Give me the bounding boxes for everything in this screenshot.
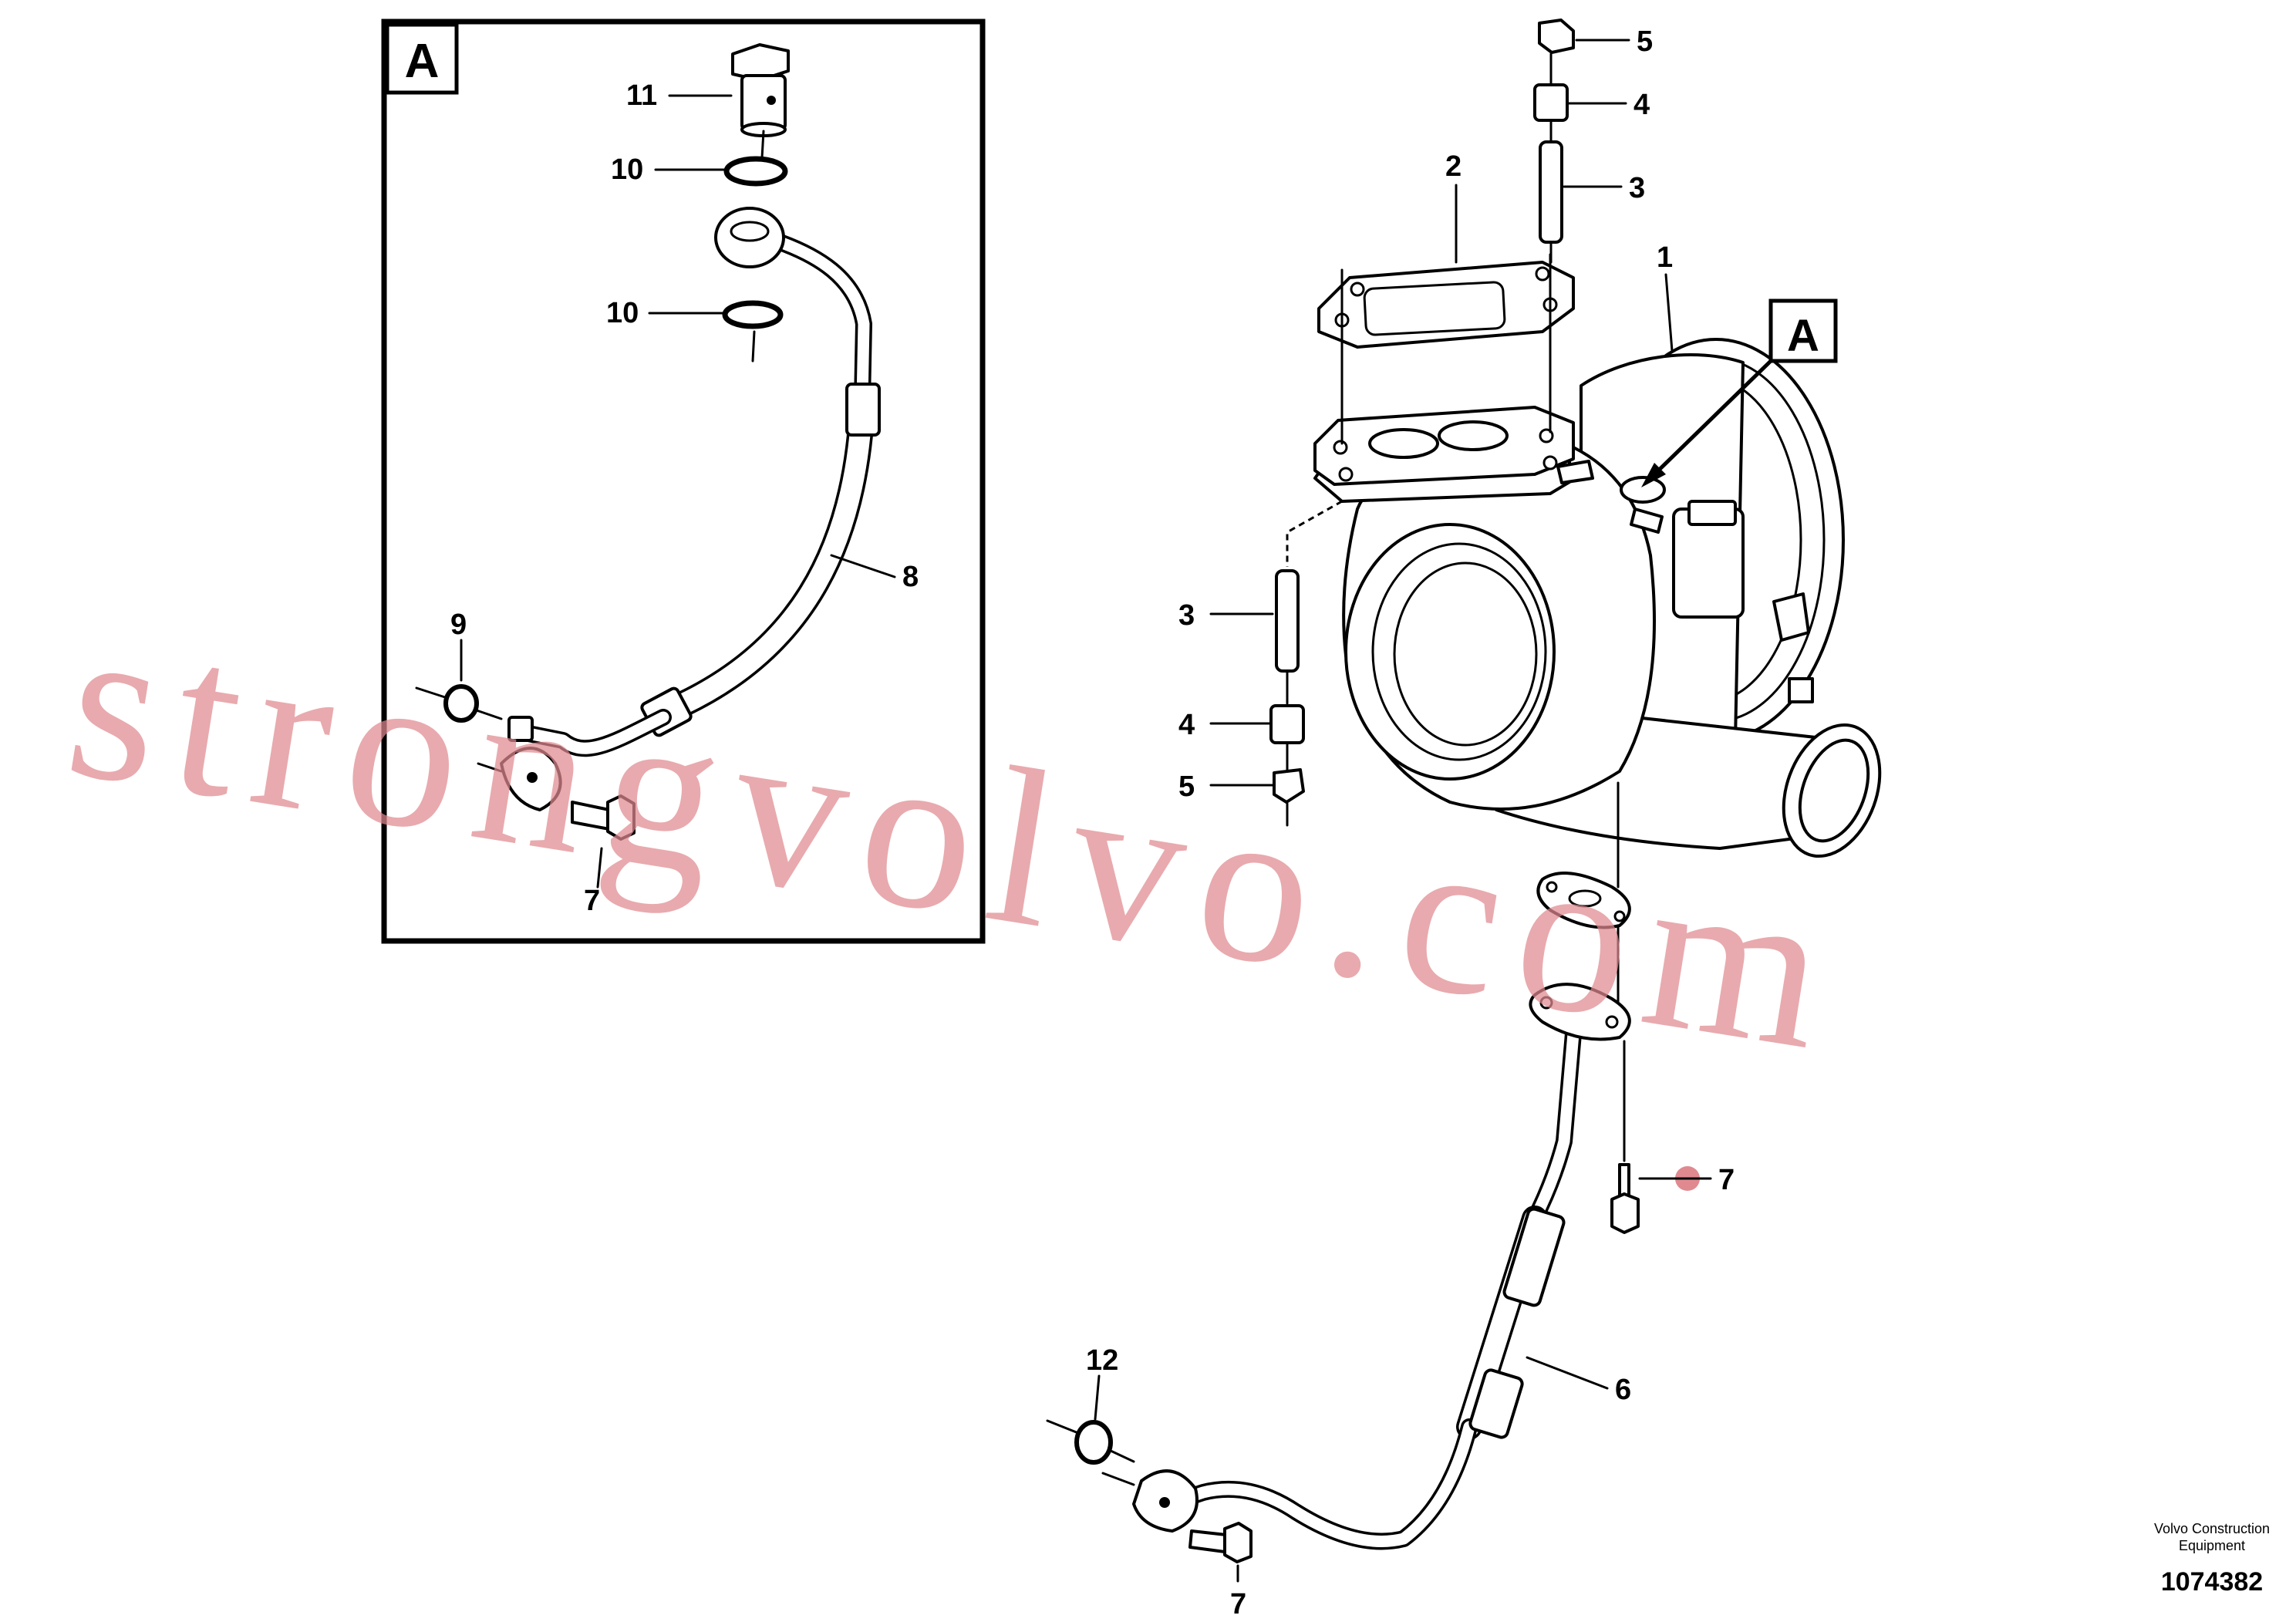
detail-callout-a: A bbox=[1641, 298, 1838, 487]
detail-box-a: A bbox=[381, 19, 986, 944]
label-part-7-right: 7 bbox=[1718, 1164, 1735, 1196]
label-part-9: 9 bbox=[450, 609, 467, 641]
label-part-7-bottom: 7 bbox=[1230, 1588, 1246, 1620]
spacer-top-part-4 bbox=[1533, 83, 1569, 122]
gasket-part-2 bbox=[1317, 261, 1575, 349]
label-part-3-top: 3 bbox=[1629, 172, 1645, 204]
label-part-11: 11 bbox=[626, 79, 657, 112]
flange-bolt-right-part-7 bbox=[1610, 1163, 1700, 1234]
stud-top-part-3 bbox=[1539, 140, 1563, 244]
detail-box-label: A bbox=[405, 35, 440, 88]
oil-drain-pipe-part-6 bbox=[1132, 983, 1631, 1550]
label-part-10-lower: 10 bbox=[606, 297, 639, 329]
drain-gasket bbox=[1536, 872, 1631, 929]
washer-part-9 bbox=[443, 684, 479, 723]
banjo-bolt-part-11 bbox=[731, 43, 790, 137]
label-part-7-detail: 7 bbox=[584, 885, 600, 917]
label-part-3-left: 3 bbox=[1178, 599, 1195, 632]
footer-company-line2: Equipment bbox=[2179, 1538, 2245, 1553]
label-part-1: 1 bbox=[1657, 241, 1673, 274]
nut-left-part-5 bbox=[1273, 768, 1305, 804]
footer-company-line1: Volvo Construction bbox=[2154, 1521, 2270, 1536]
label-part-5-top: 5 bbox=[1637, 25, 1653, 58]
callout-label: A bbox=[1787, 311, 1819, 361]
label-part-8: 8 bbox=[902, 561, 919, 593]
turbocharger-part-1 bbox=[1313, 338, 1882, 858]
nut-top-part-5 bbox=[1538, 19, 1575, 54]
label-part-5-left: 5 bbox=[1178, 771, 1195, 803]
label-part-4-left: 4 bbox=[1178, 709, 1195, 741]
spacer-left-part-4 bbox=[1269, 704, 1305, 744]
label-part-12: 12 bbox=[1086, 1344, 1118, 1377]
washer-part-12 bbox=[1074, 1420, 1113, 1465]
label-part-6: 6 bbox=[1615, 1374, 1631, 1406]
flange-bolt-bottom-part-7 bbox=[1188, 1522, 1253, 1563]
footer-diagram-number: 1074382 bbox=[2161, 1567, 2263, 1597]
sealing-washer-lower-part-10 bbox=[722, 300, 784, 329]
stud-left-part-3 bbox=[1275, 569, 1300, 673]
label-part-4-top: 4 bbox=[1633, 89, 1650, 121]
label-part-10-upper: 10 bbox=[611, 153, 643, 186]
oil-supply-pipe-part-8 bbox=[500, 207, 881, 811]
label-part-2: 2 bbox=[1445, 150, 1462, 183]
flange-bolt-detail-part-7 bbox=[571, 794, 636, 841]
sealing-washer-upper-part-10 bbox=[723, 156, 788, 187]
